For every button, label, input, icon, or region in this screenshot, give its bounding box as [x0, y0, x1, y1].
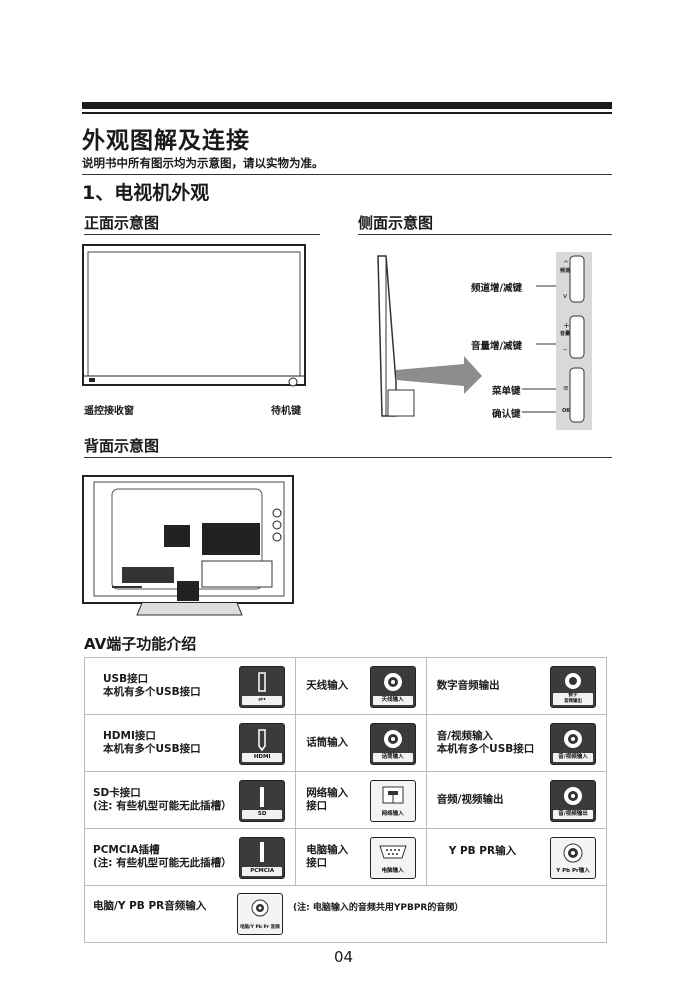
pcmcia-icon: PCMCIA: [239, 837, 286, 879]
remote-sensor-label: 遥控接收窗: [84, 406, 134, 417]
back-view-rule: [84, 457, 612, 458]
volume-button-caption: 音量: [560, 331, 571, 337]
front-view-title: 正面示意图: [84, 214, 160, 232]
av-out-icon: 音/视频输出: [550, 780, 596, 822]
standby-key-label: 待机键: [271, 406, 301, 417]
network-caption: 网络输入: [372, 810, 413, 819]
header-bar-thick: [82, 102, 612, 109]
antenna-input-text: 天线输入: [306, 679, 349, 692]
vga-caption: 电脑输入: [372, 867, 413, 876]
pcmcia-slot-text: PCMCIA插槽 (注: 有些机型可能无此插槽）: [93, 844, 232, 869]
pc-input-text: 电脑输入 接口: [306, 844, 349, 869]
svg-text:^: ^: [563, 260, 569, 268]
av-output-text: 音频/视频输出: [436, 793, 504, 806]
av-row: HDMI接口 本机有多个USB接口 HDMI 话筒输入 话筒输入 音/视频输入 …: [83, 714, 608, 772]
page-number: 04: [333, 948, 354, 966]
network-input-text: 网络输入 接口: [306, 787, 349, 812]
pc-ypbpr-audio-text: 电脑/Y PB PR音频输入: [93, 900, 207, 912]
sd-icon: SD: [239, 780, 286, 822]
svg-text:–: –: [563, 345, 567, 354]
usb-port-text: USB接口 本机有多个USB接口: [103, 673, 201, 698]
page-title: 外观图解及连接: [82, 128, 250, 154]
svg-text:v: v: [563, 292, 567, 300]
hdmi-icon: HDMI: [239, 723, 286, 765]
sd-slot-text: SD卡接口 (注: 有些机型可能无此插槽）: [93, 787, 232, 812]
ypbpr-icon: Y Pb Pr输入: [550, 837, 596, 879]
svg-text:+: +: [563, 321, 570, 330]
volume-key-label: 音量增/减键: [471, 341, 522, 352]
pc-audio-note: (注: 电脑输入的音频共用YPBPR的音频）: [293, 903, 464, 913]
av-row: USB接口 本机有多个USB接口 ⇌• 天线输入 天线输入 数字音频输出 数字 …: [83, 657, 608, 715]
av-row: SD卡接口 (注: 有些机型可能无此插槽） SD 网络输入 接口 网络输入 音频…: [83, 771, 608, 829]
av-out-caption: 音/视频输出: [553, 810, 593, 819]
mic-icon: 话筒输入: [369, 723, 416, 765]
tv-back-illustration: [82, 475, 294, 616]
front-view-rule: [84, 234, 320, 235]
hdmi-caption: HDMI: [242, 753, 283, 762]
pcmcia-caption: PCMCIA: [242, 867, 283, 876]
side-view-title: 侧面示意图: [358, 214, 434, 232]
header-bar-thin: [82, 112, 612, 114]
av-row: 电脑/Y PB PR音频输入 电脑/Y Pb Pr 音频输入 (注: 电脑输入的…: [84, 885, 607, 943]
coax-caption: 数字 音频输出: [553, 693, 593, 705]
tv-front-illustration: [82, 244, 306, 387]
ok-button-caption: OK: [561, 408, 571, 414]
back-view-title: 背面示意图: [84, 437, 160, 455]
av-row: PCMCIA插槽 (注: 有些机型可能无此插槽） PCMCIA 电脑输入 接口 …: [83, 828, 608, 886]
usb-icon: ⇌•: [239, 666, 286, 708]
antenna-icon: 天线输入: [369, 666, 416, 708]
disclaimer-note: 说明书中所有图示均为示意图，请以实物为准。: [82, 156, 324, 170]
av-input-text: 音/视频输入 本机有多个USB接口: [436, 730, 535, 755]
ypbpr-input-text: Y PB PR输入: [448, 845, 517, 857]
vga-icon: 电脑输入: [369, 837, 416, 879]
antenna-caption: 天线输入: [372, 696, 413, 705]
ypbpr-caption: Y Pb Pr输入: [553, 867, 593, 876]
pc-ypbpr-audio-icon: 电脑/Y Pb Pr 音频输入: [237, 893, 283, 935]
channel-button-caption: 频道: [560, 268, 571, 274]
coax-icon: 数字 音频输出: [550, 666, 596, 708]
av-in-icon: 音/视频输入: [550, 723, 596, 765]
av-in-caption: 音/视频输入: [553, 753, 593, 762]
svg-text:≡: ≡: [563, 384, 569, 392]
digital-audio-out-text: 数字音频输出: [436, 679, 500, 692]
menu-key-label: 菜单键: [492, 386, 521, 397]
confirm-key-label: 确认键: [492, 409, 521, 420]
sd-caption: SD: [242, 810, 283, 819]
mic-caption: 话筒输入: [372, 753, 413, 762]
side-view-rule: [358, 234, 612, 235]
av-section-title: AV端子功能介绍: [84, 635, 197, 653]
section-divider: [82, 174, 612, 175]
mic-input-text: 话筒输入: [306, 736, 349, 749]
hdmi-port-text: HDMI接口 本机有多个USB接口: [103, 730, 201, 755]
pc-ypbpr-audio-caption: 电脑/Y Pb Pr 音频输入: [240, 923, 280, 932]
av-terminal-table: USB接口 本机有多个USB接口 ⇌• 天线输入 天线输入 数字音频输出 数字 …: [83, 657, 608, 943]
network-icon: 网络输入: [369, 780, 416, 822]
section-title: 1、电视机外观: [82, 182, 210, 204]
channel-key-label: 频道增/减键: [471, 283, 522, 294]
tv-side-illustration: ^ v + – ≡: [377, 252, 592, 430]
